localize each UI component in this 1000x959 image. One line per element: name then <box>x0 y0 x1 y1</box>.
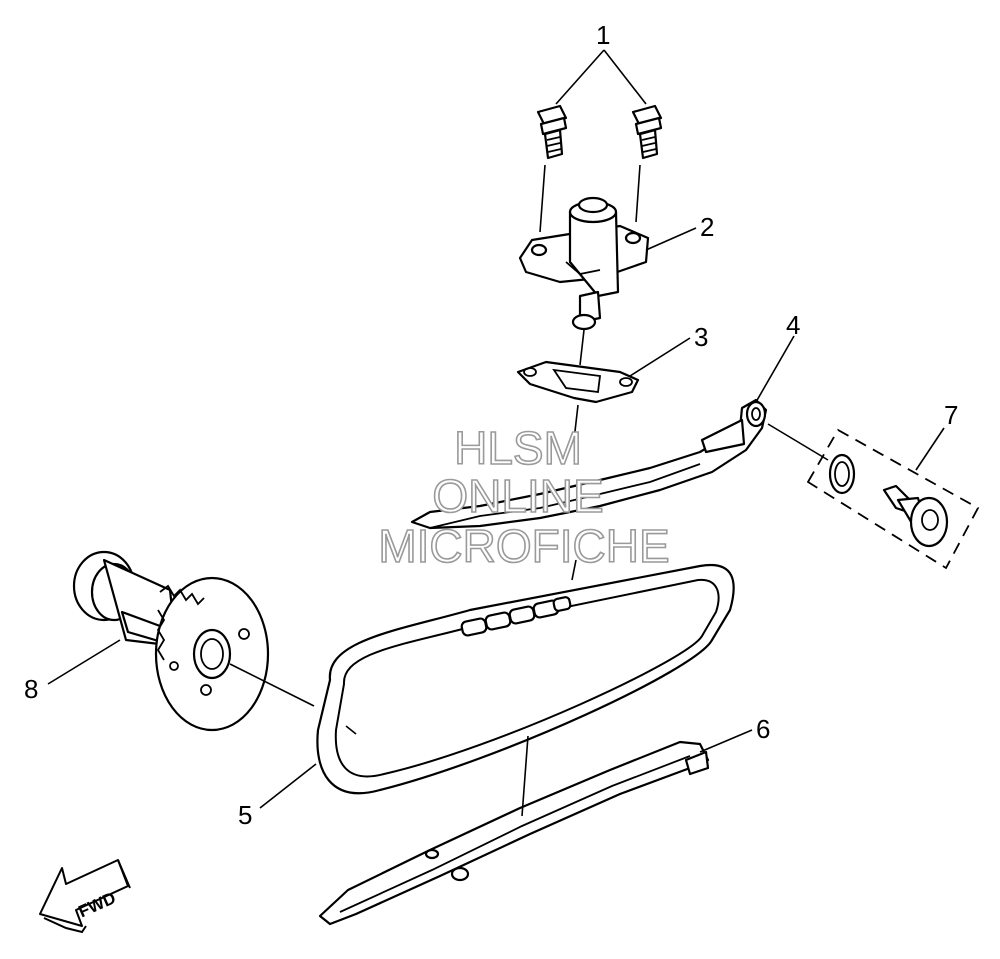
assembly-line-gasket <box>573 404 579 441</box>
part-bolt-right[interactable] <box>631 104 663 160</box>
part-chain-guide-tensioner-side[interactable] <box>410 398 768 530</box>
assembly-line-bolt-right <box>635 164 641 223</box>
part-pivot-bolt-set[interactable] <box>806 428 980 570</box>
watermark-line-2: ONLINE <box>432 470 603 522</box>
assembly-line-tensioner <box>579 329 585 366</box>
callout-7: 7 <box>915 400 958 471</box>
assembly-line-guide-exhaust <box>521 735 529 817</box>
callout-label-3: 3 <box>694 322 708 352</box>
callout-5: 5 <box>238 763 317 830</box>
assembly-line-guide <box>571 559 577 581</box>
callout-2: 2 <box>645 212 714 251</box>
callout-label-2: 2 <box>700 212 714 242</box>
part-chain-guide-exhaust-side[interactable] <box>318 740 710 926</box>
callout-8: 8 <box>24 639 121 704</box>
callout-3: 3 <box>629 322 708 377</box>
assembly-line-camshaft <box>229 663 315 707</box>
part-bolt-left[interactable] <box>536 104 568 160</box>
callout-4: 4 <box>755 310 800 403</box>
callout-label-8: 8 <box>24 674 38 704</box>
assembly-line-bolt-left <box>539 164 546 233</box>
part-gasket[interactable] <box>516 360 640 404</box>
watermark: HLSM ONLINE MICROFICHE <box>378 421 671 573</box>
group-box <box>806 428 980 570</box>
part-chain-tensioner[interactable] <box>518 196 650 331</box>
watermark-line-3: MICROFICHE <box>378 520 669 572</box>
callout-1: 1 <box>555 20 647 105</box>
chain-inner-mark <box>345 725 357 735</box>
forward-direction-arrow: FWD <box>39 859 131 934</box>
callout-label-1: 1 <box>596 20 610 50</box>
callout-6: 6 <box>699 714 770 753</box>
watermark-line-1: HLSM <box>454 422 582 474</box>
callout-label-5: 5 <box>238 800 252 830</box>
part-camshaft-sprocket[interactable] <box>72 550 270 732</box>
callout-label-6: 6 <box>756 714 770 744</box>
callout-label-4: 4 <box>786 310 800 340</box>
part-cam-chain[interactable] <box>316 563 735 795</box>
callout-label-7: 7 <box>944 400 958 430</box>
chain-links <box>460 596 572 637</box>
assembly-line-washer <box>767 423 829 461</box>
